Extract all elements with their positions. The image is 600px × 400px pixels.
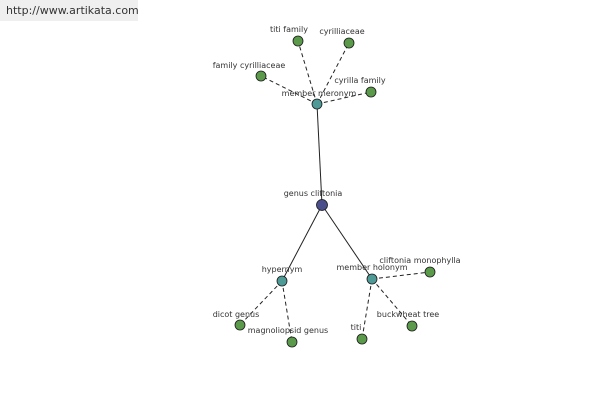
edge-hypernym-to-magnoliopsid-genus	[281, 280, 293, 343]
node-hypernym[interactable]	[276, 275, 288, 287]
node-label-magnoliopsid-genus[interactable]: magnoliopsid genus	[248, 326, 328, 335]
edge-genus-cliftonia-to-hypernym	[281, 204, 323, 282]
node-cyrilla-family[interactable]	[365, 86, 377, 98]
node-dicot-genus[interactable]	[234, 319, 246, 331]
node-magnoliopsid-genus[interactable]	[286, 336, 298, 348]
node-label-buckwheat-tree[interactable]: buckwheat tree	[377, 310, 439, 319]
edge-member-meronym-to-cyrilla-family	[316, 91, 372, 105]
node-cyrilliaceae[interactable]	[343, 37, 355, 49]
node-label-cyrilliaceae[interactable]: cyrilliaceae	[319, 27, 364, 36]
edge-genus-cliftonia-to-member-holonym	[321, 204, 373, 280]
graph-edges	[239, 40, 431, 343]
site-url[interactable]: http://www.artikata.com	[0, 0, 139, 21]
edge-member-meronym-to-titi-family	[297, 40, 318, 105]
edge-hypernym-to-dicot-genus	[239, 280, 283, 326]
node-label-titi[interactable]: titi	[351, 323, 362, 332]
node-member-meronym[interactable]	[311, 98, 323, 110]
graph-labels: genus cliftonia member meronym hypernym mem…	[213, 25, 461, 335]
node-label-hypernym[interactable]: hypernym	[262, 265, 303, 274]
node-titi[interactable]	[356, 333, 368, 345]
edge-member-holonym-to-cliftonia-monophylla	[371, 271, 431, 280]
node-label-cliftonia-monophylla[interactable]: cliftonia monophylla	[379, 256, 460, 265]
edge-member-holonym-to-titi	[361, 278, 373, 340]
node-label-dicot-genus[interactable]: dicot genus	[213, 310, 260, 319]
node-label-member-holonym[interactable]: member holonym	[336, 263, 407, 272]
node-buckwheat-tree[interactable]	[406, 320, 418, 332]
node-cliftonia-monophylla[interactable]	[424, 266, 436, 278]
node-label-genus-cliftonia[interactable]: genus cliftonia	[284, 189, 343, 198]
node-genus-cliftonia[interactable]	[316, 199, 328, 211]
node-member-holonym[interactable]	[366, 273, 378, 285]
node-label-member-meronym[interactable]: member meronym	[282, 89, 357, 98]
edge-genus-cliftonia-to-member-meronym	[316, 103, 323, 206]
edge-member-holonym-to-buckwheat-tree	[371, 278, 413, 327]
node-label-cyrilla-family[interactable]: cyrilla family	[334, 76, 385, 85]
node-titi-family[interactable]	[292, 35, 304, 47]
node-label-titi-family[interactable]: titi family	[270, 25, 308, 34]
edge-member-meronym-to-family-cyrilliaceae	[260, 75, 318, 105]
edge-member-meronym-to-cyrilliaceae	[316, 42, 350, 105]
node-label-family-cyrilliaceae[interactable]: family cyrilliaceae	[213, 61, 286, 70]
node-family-cyrilliaceae[interactable]	[255, 70, 267, 82]
graph-nodes	[234, 35, 436, 348]
